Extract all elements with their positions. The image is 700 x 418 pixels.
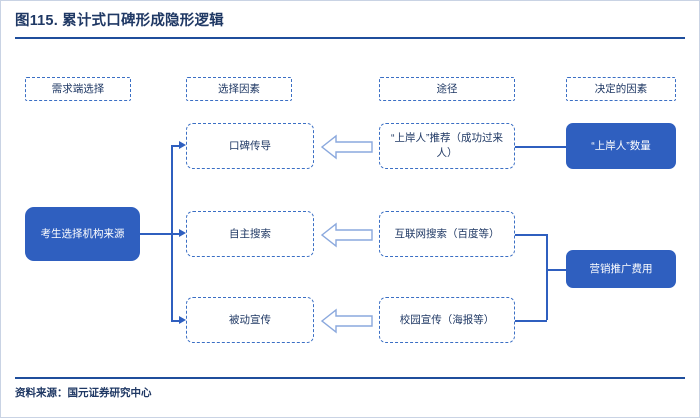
column-header-factor-label: 选择因素 (218, 82, 260, 95)
title-bar: 图115. 累计式口碑形成隐形逻辑 (15, 11, 685, 39)
determinant-box-alumni-count-label: “上岸人”数量 (591, 139, 651, 152)
source-node: 考生选择机构来源 (25, 207, 140, 261)
column-header-channel-label: 途径 (436, 82, 458, 95)
channel-box-internet-search-label: 互联网搜索（百度等） (394, 227, 500, 240)
channel-box-recommendation-label: “上岸人”推荐（成功过来人） (391, 132, 503, 159)
connector-budget-to-internet-search (515, 234, 547, 236)
column-header-demand-label: 需求端选择 (51, 82, 105, 95)
connector-arrowhead-factor2 (179, 229, 186, 237)
channel-box-campus-promotion-label: 校园宣传（海报等） (399, 313, 495, 326)
connector-budget-stub (546, 269, 568, 271)
connector-alumni-to-recommendation (515, 146, 566, 148)
column-header-factor: 选择因素 (186, 77, 292, 101)
column-header-demand: 需求端选择 (25, 77, 131, 101)
determinant-box-marketing-budget-label: 营销推广费用 (589, 262, 653, 275)
source-note: 资料来源：国元证券研究中心 (15, 387, 152, 399)
left-block-arrow-icon-3 (321, 308, 373, 334)
footer-bar: 资料来源：国元证券研究中心 (15, 377, 685, 403)
connector-source-to-factor1 (171, 145, 180, 147)
column-header-determinant-label: 决定的因素 (594, 82, 648, 95)
diagram-canvas: 需求端选择 选择因素 途径 决定的因素 考生选择机构来源 口碑传导 自主搜索 被… (1, 39, 700, 379)
channel-box-internet-search: 互联网搜索（百度等） (379, 211, 515, 257)
connector-budget-trunk (546, 234, 548, 320)
connector-budget-to-campus-promotion (515, 320, 547, 322)
factor-box-self-search-label: 自主搜索 (229, 227, 271, 240)
column-header-channel: 途径 (379, 77, 515, 101)
determinant-box-alumni-count: “上岸人”数量 (566, 123, 676, 169)
page-title: 图115. 累计式口碑形成隐形逻辑 (15, 13, 224, 29)
column-header-determinant: 决定的因素 (566, 77, 676, 101)
factor-box-self-search: 自主搜索 (186, 211, 314, 257)
connector-arrowhead-factor3 (179, 316, 186, 324)
source-node-label: 考生选择机构来源 (40, 227, 125, 240)
determinant-box-marketing-budget: 营销推广费用 (566, 250, 676, 288)
connector-arrowhead-factor1 (179, 141, 186, 149)
connector-source-to-factor2 (171, 233, 180, 235)
factor-box-word-of-mouth-label: 口碑传导 (229, 139, 271, 152)
left-block-arrow-icon-2 (321, 222, 373, 248)
factor-box-word-of-mouth: 口碑传导 (186, 123, 314, 169)
channel-box-campus-promotion: 校园宣传（海报等） (379, 297, 515, 343)
factor-box-passive-promotion: 被动宣传 (186, 297, 314, 343)
channel-box-recommendation: “上岸人”推荐（成功过来人） (379, 123, 515, 169)
connector-source-stub (140, 233, 172, 235)
connector-source-to-factor3 (171, 320, 180, 322)
factor-box-passive-promotion-label: 被动宣传 (229, 313, 271, 326)
left-block-arrow-icon-1 (321, 134, 373, 160)
